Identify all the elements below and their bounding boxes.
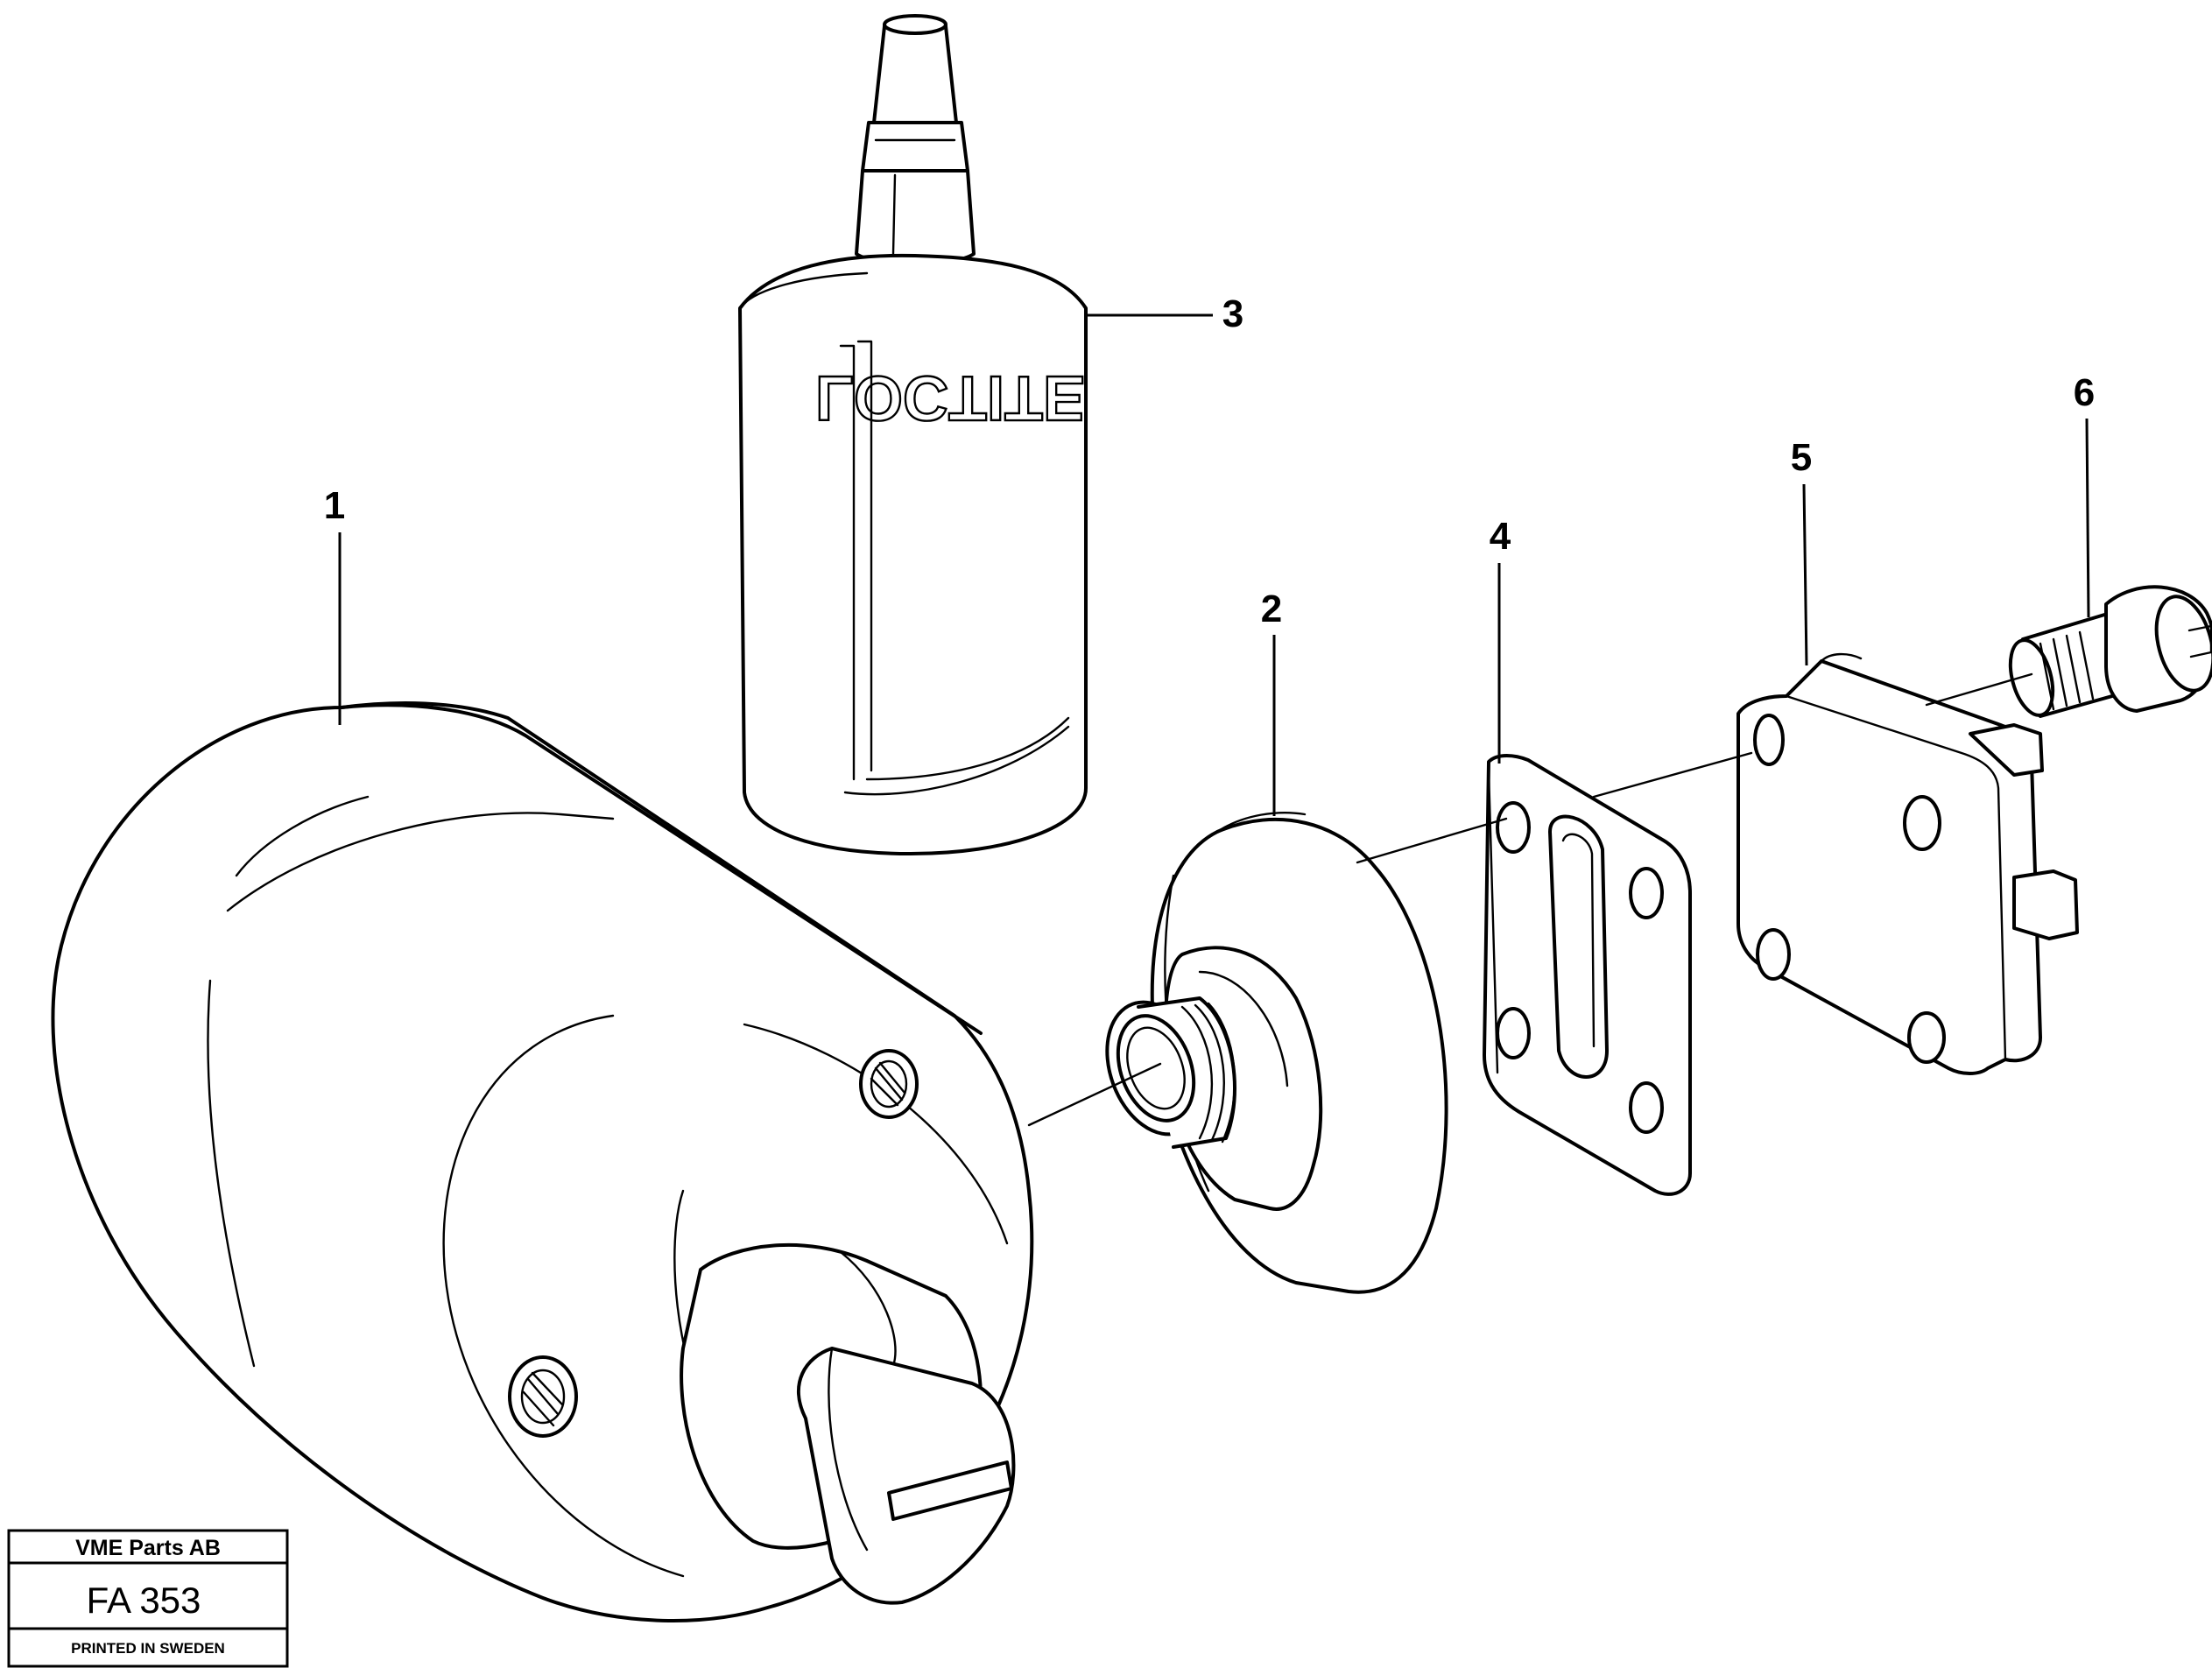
part-6-screw bbox=[2008, 585, 2212, 718]
callout-3: 3 bbox=[1086, 292, 1243, 335]
bottle-label-text: LOCTITE bbox=[815, 362, 1085, 433]
title-block-code: FA 353 bbox=[87, 1580, 201, 1621]
part-2-flange bbox=[1105, 812, 1448, 1294]
title-block-company: VME Parts AB bbox=[75, 1536, 221, 1560]
callout-label-6: 6 bbox=[2074, 371, 2095, 414]
part-3-bottle: LOCTITE bbox=[738, 14, 1088, 855]
callout-label-1: 1 bbox=[324, 484, 345, 527]
callout-2: 2 bbox=[1261, 588, 1282, 816]
assembly-axis-lines bbox=[1027, 672, 2033, 1127]
part-5-block bbox=[1736, 652, 2079, 1075]
title-block: VME Parts AB FA 353 PRINTED IN SWEDEN bbox=[7, 1529, 289, 1668]
title-block-printed: PRINTED IN SWEDEN bbox=[71, 1640, 225, 1657]
callout-label-4: 4 bbox=[1490, 515, 1511, 558]
callout-label-5: 5 bbox=[1791, 436, 1812, 479]
callout-6: 6 bbox=[2074, 371, 2095, 618]
part-1-housing bbox=[51, 701, 1034, 1622]
callout-label-3: 3 bbox=[1222, 292, 1243, 335]
callout-4: 4 bbox=[1490, 515, 1511, 764]
callout-5: 5 bbox=[1791, 436, 1812, 666]
part-4-gasket bbox=[1483, 754, 1692, 1196]
callout-1: 1 bbox=[324, 484, 345, 725]
callout-label-2: 2 bbox=[1261, 588, 1282, 630]
